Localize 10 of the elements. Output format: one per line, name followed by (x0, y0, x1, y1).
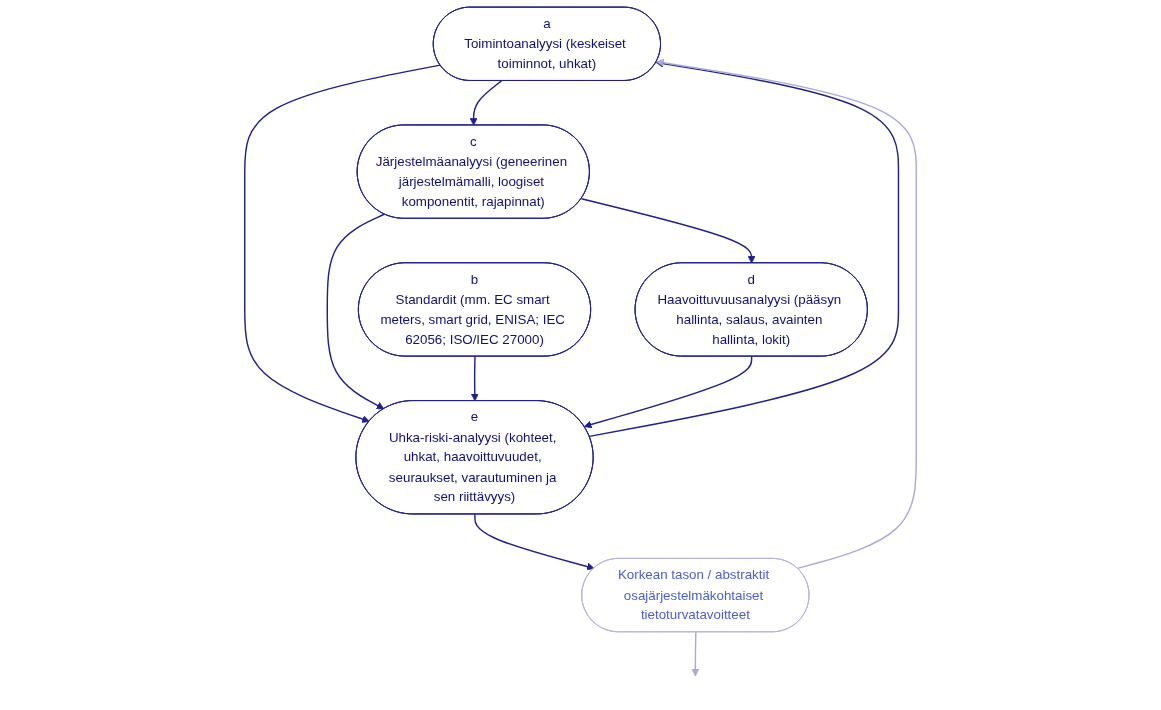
arrow (580, 198, 756, 264)
arrow (656, 58, 917, 570)
arrow (470, 355, 479, 402)
arrow (588, 59, 900, 438)
arrow (244, 64, 441, 423)
arrow (326, 213, 385, 410)
arrow (583, 355, 753, 429)
arrow (691, 631, 700, 677)
arrow (469, 80, 503, 126)
arrow (474, 513, 595, 571)
